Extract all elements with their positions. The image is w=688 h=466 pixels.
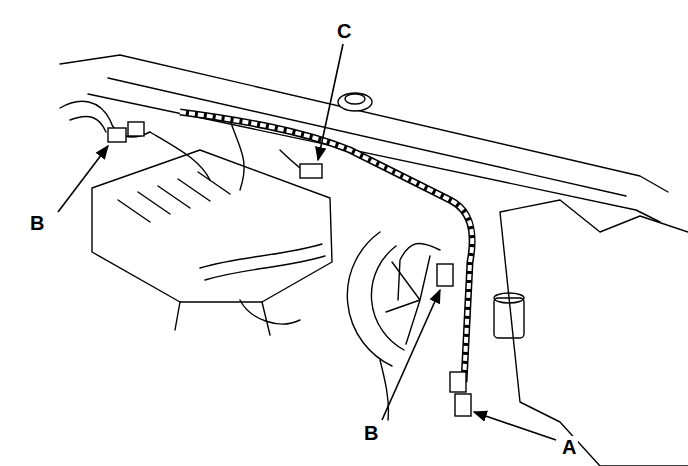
wires <box>150 120 244 190</box>
connector <box>300 164 322 178</box>
intake-manifold <box>92 150 332 302</box>
fan-shroud <box>371 246 404 350</box>
radiator-cap <box>345 94 365 104</box>
hose <box>200 244 325 280</box>
leader-arrow <box>474 412 556 440</box>
manifold-ribs <box>118 172 230 222</box>
wire-harness <box>180 112 472 382</box>
leader-arrow <box>58 146 108 212</box>
fan-shroud <box>347 232 392 366</box>
connector <box>108 128 126 142</box>
leader-arrow <box>382 290 440 420</box>
wires <box>398 243 440 300</box>
wire-harness <box>180 112 472 382</box>
callout-letter: B <box>28 212 46 234</box>
leader-arrow <box>318 44 343 160</box>
engine-parts <box>175 300 300 335</box>
radiator-cap <box>338 93 372 111</box>
fan-blades <box>386 256 430 344</box>
connector <box>128 122 144 136</box>
connector <box>437 264 453 286</box>
reservoir <box>494 293 524 303</box>
body-panel <box>500 200 688 466</box>
callout-letter: B <box>362 422 380 444</box>
connector <box>455 394 471 416</box>
callout-letter: A <box>560 436 578 458</box>
callout-letter: C <box>335 20 353 42</box>
connector <box>450 372 466 392</box>
reservoir <box>494 298 524 338</box>
wires <box>280 150 388 420</box>
wires <box>60 101 150 137</box>
